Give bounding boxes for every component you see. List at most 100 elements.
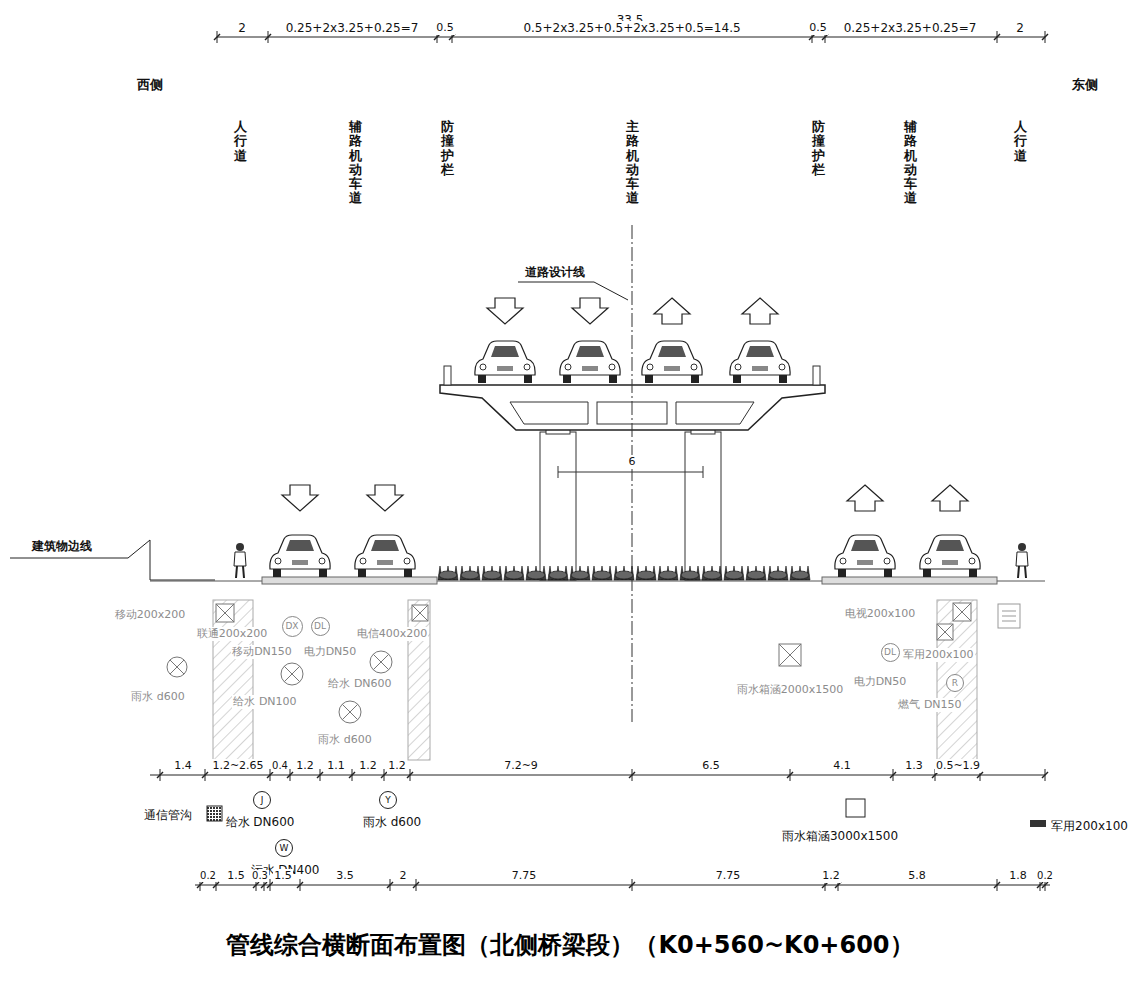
dimension-or-pipe-label: 建筑物边线 — [31, 539, 93, 553]
dimension-tick — [703, 466, 704, 478]
dimension-tick — [449, 34, 455, 40]
pipe-code-circle: DL — [881, 643, 900, 662]
dimension-tick — [413, 882, 419, 888]
duct-symbol — [937, 624, 953, 640]
cross-mark — [373, 654, 388, 669]
dimension-or-pipe-label: 2 — [399, 869, 408, 882]
dimension-or-pipe-label: 雨水箱涵3000x1500 — [781, 829, 899, 843]
pedestrian-head — [236, 543, 244, 551]
lane-label: 辅路机动车道 — [349, 120, 362, 206]
car — [920, 535, 980, 577]
shrub — [747, 571, 765, 579]
road-slab — [262, 577, 437, 584]
direction-arrow — [742, 298, 778, 324]
dimension-tick — [214, 34, 220, 40]
car-light — [735, 364, 741, 370]
shrub — [505, 571, 523, 579]
car — [270, 535, 330, 577]
dimension-or-pipe-label: 军用200x100 — [902, 648, 975, 661]
pipe-code-circle: DL — [311, 617, 330, 636]
car-plate — [292, 560, 308, 565]
car-light — [319, 558, 325, 564]
pipe-code-circle: J — [253, 791, 271, 809]
dimension-or-pipe-label: 西侧 — [136, 77, 164, 93]
leader-line — [518, 282, 628, 300]
dimension-or-pipe-label: 0.5 — [435, 21, 455, 34]
crash-barrier — [444, 366, 451, 385]
shrub — [681, 571, 699, 579]
dimension-or-pipe-label: 雨水 d600 — [130, 690, 185, 703]
car — [835, 535, 895, 577]
dimension-or-pipe-label: 1.8 — [1008, 869, 1028, 882]
shrub — [548, 566, 568, 580]
car-plate — [857, 560, 873, 565]
dimension-or-pipe-label: 6.5 — [701, 759, 721, 772]
dimension-tick — [157, 772, 163, 778]
crash-barrier — [813, 366, 820, 385]
shrub — [593, 571, 611, 579]
pipe-symbol — [281, 663, 303, 685]
pipe-code-circle: R — [946, 674, 964, 692]
dimension-or-pipe-label: 0.5+2x3.25+0.5+2x3.25+0.5=14.5 — [522, 21, 741, 35]
dimension-or-pipe-label: 5.8 — [907, 869, 927, 882]
dimension-or-pipe-label: 给水 DN600 — [327, 677, 392, 690]
dimension-tick — [267, 882, 273, 888]
dimension-tick — [629, 882, 635, 888]
dimension-tick — [822, 882, 828, 888]
shrub — [790, 566, 810, 580]
car-windshield — [746, 346, 774, 357]
dimension-or-pipe-label: 燃气 DN150 — [897, 698, 962, 711]
shrub — [615, 571, 633, 579]
dimension-line — [558, 472, 703, 473]
cabinet-symbol — [1002, 611, 1016, 612]
shrub — [768, 566, 788, 580]
dimension-or-pipe-label: 0.3 — [251, 870, 269, 882]
bridge-pier — [540, 432, 576, 580]
shrub — [526, 566, 546, 580]
pipe-code: DX — [285, 622, 298, 631]
dimension-tick — [1042, 34, 1048, 40]
dimension-tick — [265, 34, 271, 40]
dimension-or-pipe-label: 通信管沟 — [143, 808, 193, 822]
hatched-zone — [937, 600, 977, 760]
car-body — [642, 341, 702, 375]
car — [730, 341, 790, 383]
dimension-or-pipe-label: 7.75 — [511, 869, 538, 882]
car-plate — [664, 366, 680, 371]
dimension-line — [195, 885, 1050, 886]
car-body — [835, 535, 895, 569]
dimension-tick — [213, 882, 219, 888]
dimension-tick — [932, 772, 938, 778]
cross-mark — [342, 704, 357, 719]
car-body — [270, 535, 330, 569]
pedestrian-head — [1018, 543, 1026, 551]
dimension-tick — [202, 772, 208, 778]
dimension-or-pipe-label: 0.5 — [808, 21, 828, 34]
duct-symbol — [779, 644, 801, 666]
cross-mark — [284, 666, 299, 681]
car-light — [524, 364, 530, 370]
car-plate — [497, 366, 513, 371]
shrub — [549, 571, 567, 579]
dimension-or-pipe-label: 4.1 — [832, 759, 852, 772]
dimension-or-pipe-label: 0.4 — [271, 760, 289, 772]
dimension-or-pipe-label: 电力DN50 — [853, 675, 908, 688]
car-body — [475, 341, 535, 375]
shrub — [570, 566, 590, 580]
car-windshield — [658, 346, 686, 357]
dimension-or-pipe-label: 1.2 — [358, 759, 378, 772]
shrub — [504, 566, 524, 580]
dimension-tick — [317, 772, 323, 778]
caption: 管线综合横断面布置图（北侧桥梁段）（K0+560~K0+600） — [226, 929, 913, 961]
pipe-code: DL — [884, 648, 896, 657]
shrub — [527, 571, 545, 579]
car-windshield — [576, 346, 604, 357]
cross-mark — [937, 624, 953, 640]
dimension-or-pipe-label: 军用200x100 — [1050, 819, 1129, 833]
dimension-or-pipe-label: 电视200x100 — [844, 607, 917, 620]
dimension-or-pipe-label: 雨水 d600 — [317, 733, 372, 746]
dimension-or-pipe-label: 1.1 — [326, 759, 346, 772]
road-slab — [822, 577, 997, 584]
pedestrian-legs — [236, 566, 244, 578]
car-light — [840, 558, 846, 564]
